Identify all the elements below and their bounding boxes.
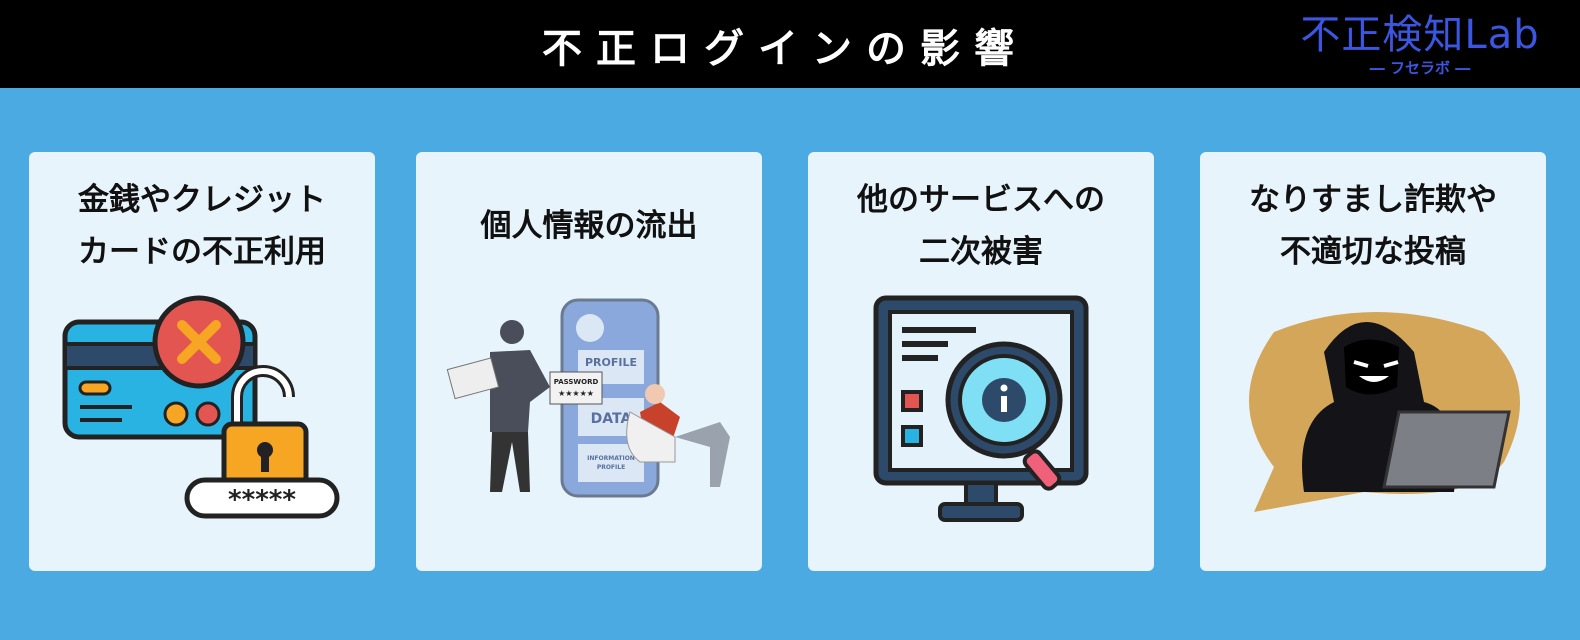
data-label: DATA — [591, 411, 632, 427]
page-title: 不正ログインの影響 — [542, 26, 1028, 72]
card-title: なりすまし詐欺や 不適切な投稿 — [1249, 182, 1497, 270]
password-stars: ★★★★★ — [558, 389, 594, 398]
profile-label: PROFILE — [585, 356, 637, 369]
card-data-leak: 個人情報の流出 PROFILE DATA INFORMATION PROFILE… — [416, 152, 762, 571]
logo: 不正検知Lab ― フセラボ ― — [1280, 12, 1560, 78]
credit-card-lock-icon: ***** — [62, 295, 340, 519]
card-impersonation: なりすまし詐欺や 不適切な投稿 — [1200, 152, 1546, 571]
password-label: PASSWORD — [554, 378, 599, 386]
header-bar: 不正ログインの影響 不正検知Lab ― フセラボ ― — [0, 0, 1580, 88]
info-label-2: PROFILE — [597, 464, 625, 471]
card-title: 金銭やクレジット カードの不正利用 — [78, 182, 326, 270]
hacker-laptop-icon — [1249, 312, 1520, 512]
card-title: 他のサービスへの 二次被害 — [857, 182, 1105, 270]
info-label: INFORMATION — [587, 455, 635, 462]
card-title: 個人情報の流出 — [480, 208, 698, 244]
monitor-search-icon — [873, 295, 1089, 522]
data-theft-illustration: PROFILE DATA INFORMATION PROFILE PASSWOR… — [446, 298, 730, 498]
logo-sub: ― フセラボ ― — [1369, 59, 1471, 77]
password-mask: ***** — [228, 485, 296, 515]
logo-main: 不正検知Lab — [1300, 12, 1540, 58]
card-secondary-damage: 他のサービスへの 二次被害 — [808, 152, 1154, 571]
card-financial-fraud: 金銭やクレジット カードの不正利用 ***** — [29, 152, 375, 571]
